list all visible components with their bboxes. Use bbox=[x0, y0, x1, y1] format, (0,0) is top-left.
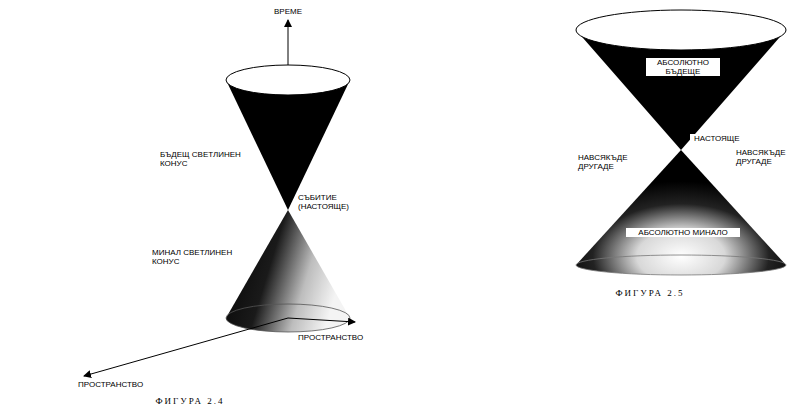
past-cone bbox=[576, 150, 786, 275]
region-label-text: НАВСЯКЪДЕ ДРУГАДЕ bbox=[578, 153, 627, 171]
figure-2-5 bbox=[576, 10, 786, 275]
future-cone-top bbox=[576, 10, 786, 50]
region-label: НАВСЯКЪДЕ ДРУГАДЕ bbox=[578, 153, 642, 171]
figure-caption-text: ФИГУРА 2.5 bbox=[615, 288, 684, 298]
past-cone bbox=[226, 210, 350, 332]
region-label: НАВСЯКЪДЕ ДРУГАДЕ bbox=[736, 148, 794, 166]
region-label: АБСОЛЮТНО МИНАЛО bbox=[626, 228, 740, 237]
cone-label-text: БЪДЕЩ СВЕТЛИНЕН КОНУС bbox=[160, 150, 241, 168]
past-cone-base bbox=[576, 255, 786, 275]
space-axis bbox=[84, 318, 288, 376]
axis-label: ПРОСТРАНСТВО bbox=[78, 380, 158, 389]
cone-label: БЪДЕЩ СВЕТЛИНЕН КОНУС bbox=[160, 150, 242, 168]
cone-label: МИНАЛ СВЕТЛИНЕН КОНУС bbox=[152, 248, 234, 266]
axis-label: ПРОСТРАНСТВО bbox=[298, 333, 378, 342]
axis-label-text: ВРЕМЕ bbox=[274, 7, 302, 16]
space-axis bbox=[288, 318, 355, 322]
figure-caption: ФИГУРА 2.5 bbox=[600, 288, 700, 298]
region-label-text: НАВСЯКЪДЕ ДРУГАДЕ bbox=[736, 148, 785, 166]
region-label: АБСОЛЮТНО БЪДЕЩЕ bbox=[646, 58, 720, 76]
region-label-text: АБСОЛЮТНО БЪДЕЩЕ bbox=[648, 58, 718, 76]
event-label: СЪБИТИЕ (НАСТОЯЩЕ) bbox=[298, 193, 378, 211]
future-cone-top bbox=[226, 65, 350, 95]
event-label-text: СЪБИТИЕ (НАСТОЯЩЕ) bbox=[298, 193, 349, 211]
event-label-text: НАСТОЯЩЕ bbox=[692, 134, 742, 143]
figure-2-4 bbox=[84, 20, 355, 376]
axis-label: ВРЕМЕ bbox=[250, 7, 326, 16]
cone-label-text: МИНАЛ СВЕТЛИНЕН КОНУС bbox=[152, 248, 232, 266]
axis-label-text: ПРОСТРАНСТВО bbox=[298, 333, 363, 342]
figure-caption-text: ФИГУРА 2.4 bbox=[155, 396, 224, 406]
future-cone bbox=[226, 80, 350, 210]
figure-caption: ФИГУРА 2.4 bbox=[140, 396, 240, 406]
event-label: НАСТОЯЩЕ bbox=[690, 134, 744, 143]
axis-label-text: ПРОСТРАНСТВО bbox=[78, 380, 143, 389]
region-label-text: АБСОЛЮТНО МИНАЛО bbox=[636, 228, 729, 237]
time-axis bbox=[288, 20, 289, 66]
